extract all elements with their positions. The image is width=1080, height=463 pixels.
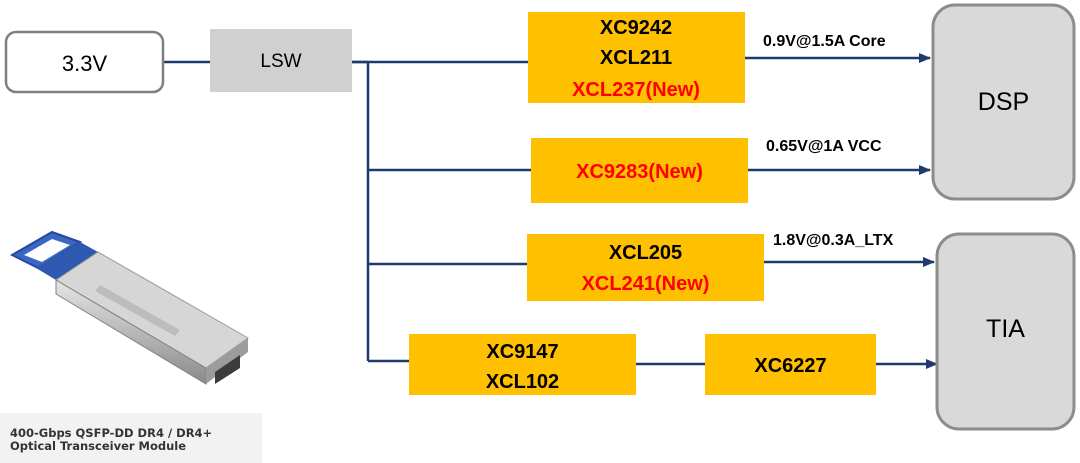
source-3v3-label: 3.3V <box>62 51 108 76</box>
connection-wires <box>163 53 938 369</box>
lsw-box <box>210 29 352 92</box>
rail-vcc-label: 0.65V@1A VCC <box>766 138 882 155</box>
tia-block <box>935 232 1076 431</box>
chip-tia-stage1-line1: XC9147 <box>486 341 558 363</box>
chip-vcc-box <box>531 138 748 203</box>
dsp-block <box>931 3 1076 201</box>
chip-ltx-line1: XCL205 <box>609 242 682 264</box>
product-caption-line2: Optical Transceiver Module <box>10 439 187 453</box>
chip-tia-stage1-line2: XCL102 <box>486 371 559 393</box>
chip-tia-stage2-box <box>705 334 876 395</box>
chip-tia-stage2-line1: XC6227 <box>754 355 826 377</box>
chip-core-new-line: XCL237(New) <box>572 79 700 101</box>
chip-ltx-new-line: XCL241(New) <box>582 273 710 295</box>
chip-core-line1: XC9242 <box>600 17 672 39</box>
rail-core-label: 0.9V@1.5A Core <box>763 33 886 50</box>
transceiver-module-image <box>9 230 249 385</box>
dsp-label: DSP <box>978 88 1029 116</box>
chip-core-box <box>528 12 745 103</box>
product-caption-line1: 400-Gbps QSFP-DD DR4 / DR4+ <box>10 426 213 440</box>
tia-label: TIA <box>986 315 1025 343</box>
lsw-label: LSW <box>260 51 301 72</box>
chip-vcc-new-line: XC9283(New) <box>576 161 703 183</box>
chip-core-line2: XCL211 <box>600 47 672 69</box>
product-caption: 400-Gbps QSFP-DD DR4 / DR4+ Optical Tran… <box>0 413 262 463</box>
rail-ltx-label: 1.8V@0.3A_LTX <box>773 232 894 249</box>
chip-ltx-box <box>527 234 764 301</box>
source-3v3-box <box>4 30 165 94</box>
chip-tia-stage1-box <box>409 334 636 395</box>
